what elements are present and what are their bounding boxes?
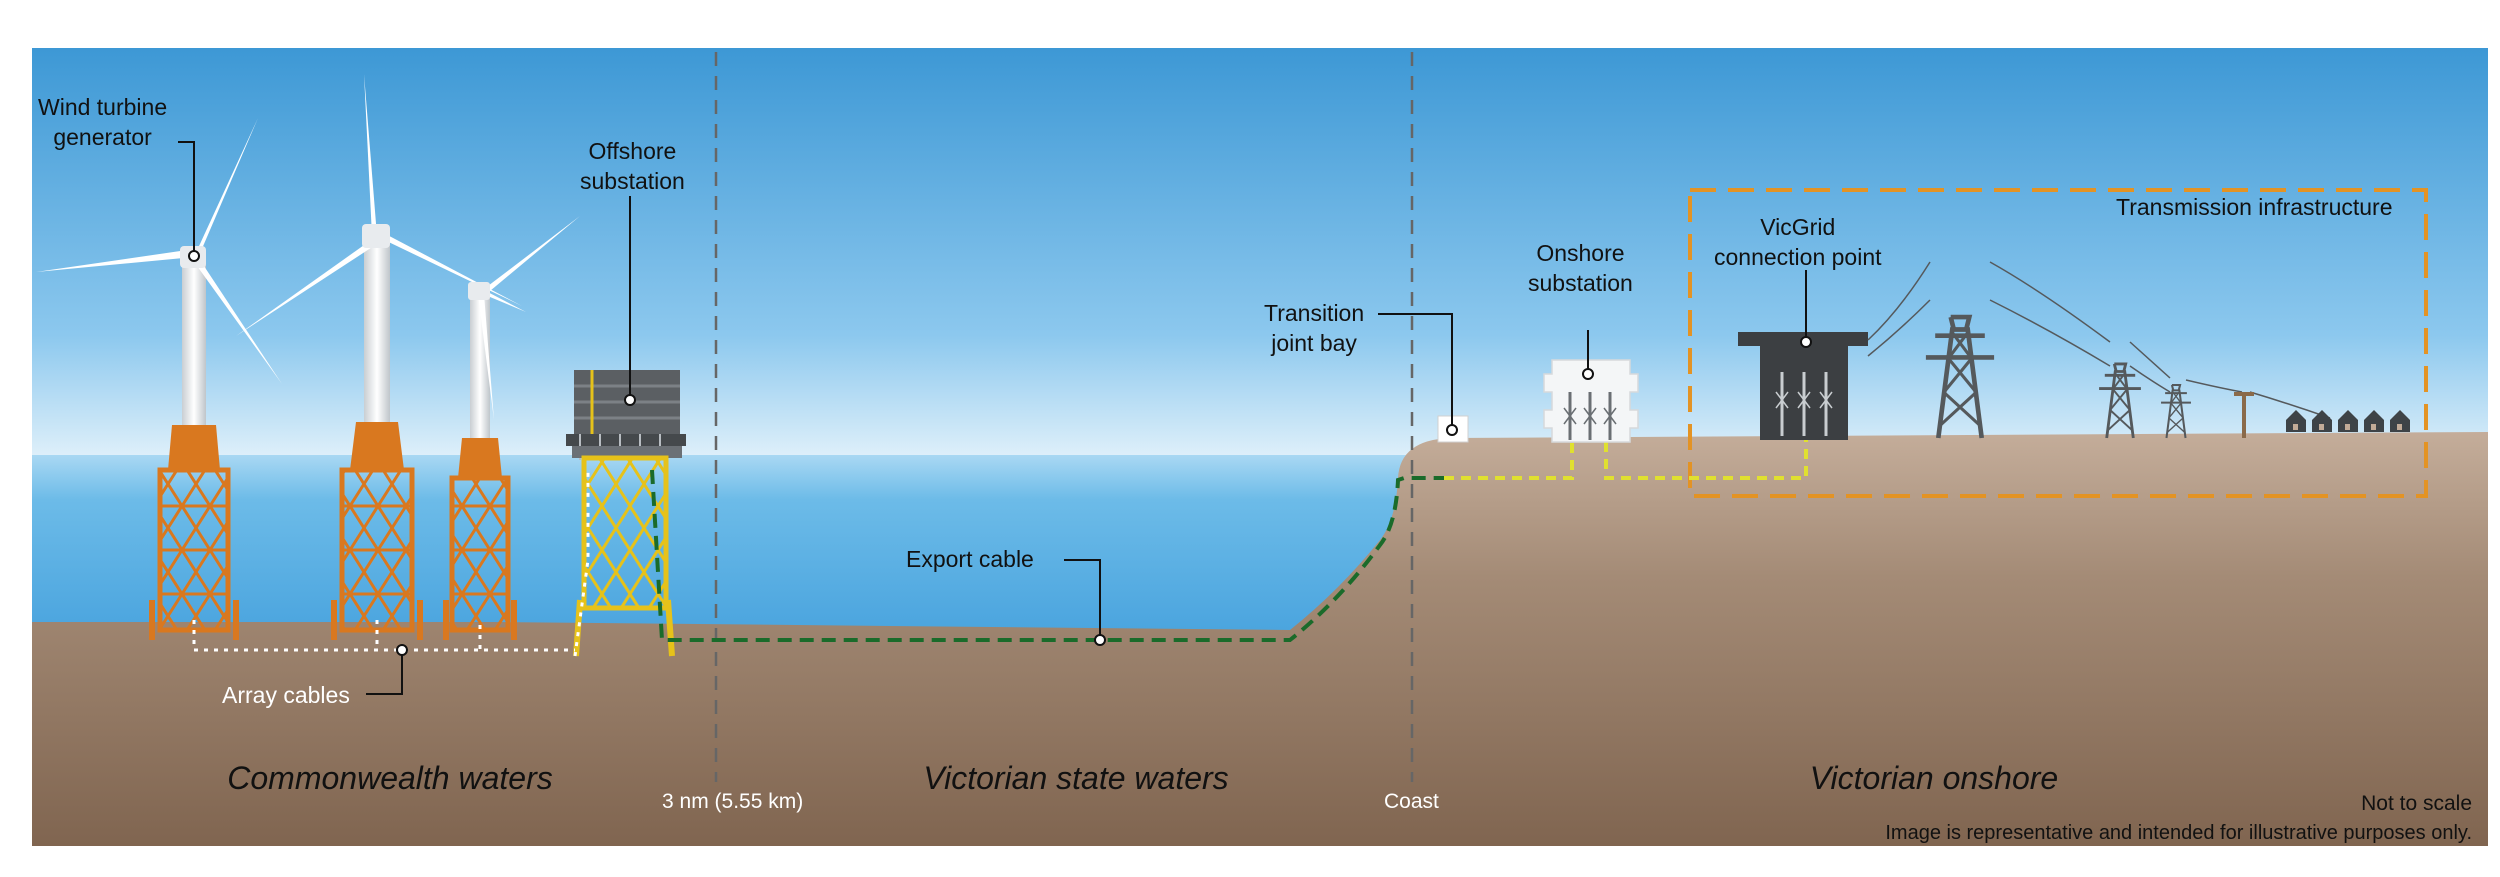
pylon-icon [1926, 317, 2254, 438]
sky [32, 48, 2488, 458]
ground [32, 432, 2488, 846]
sea [32, 455, 1452, 635]
onshore-substation-icon [1543, 359, 1639, 443]
onshore-substation-label: Onshore substation [1528, 240, 1633, 296]
victorian-onshore-label: Victorian onshore [1809, 760, 2059, 796]
transmission-infrastructure-box [1688, 188, 2428, 498]
leader-lines [178, 141, 1807, 695]
commonwealth-waters-label: Commonwealth waters [227, 760, 553, 796]
offshore-substation-icon [566, 370, 686, 657]
export-cable-line [650, 469, 1444, 642]
wind-turbine-label: Wind turbine generator [38, 94, 168, 150]
array-cables-line [192, 470, 590, 657]
onshore-cable-line [1444, 420, 1808, 480]
offshore-substation-label: Offshore substation [580, 138, 685, 194]
array-cables-label: Array cables [222, 682, 350, 708]
disclaimer-note: Image is representative and intended for… [1885, 822, 2472, 844]
coast-label: Coast [1384, 790, 1439, 813]
terminal-station-icon [1738, 332, 1868, 440]
not-to-scale-note: Not to scale [2361, 792, 2472, 815]
vicgrid-connection-label: VicGrid connection point [1714, 214, 1882, 270]
wind-turbine-icon [36, 74, 580, 640]
victorian-state-waters-label: Victorian state waters [923, 760, 1229, 796]
power-lines [1867, 261, 2331, 419]
transition-joint-bay-label: Transition joint bay [1264, 300, 1365, 356]
export-cable-label: Export cable [906, 546, 1034, 572]
three-nm-label: 3 nm (5.55 km) [662, 790, 804, 813]
transmission-infrastructure-label: Transmission infrastructure [2116, 194, 2393, 220]
leader-dots [188, 250, 1812, 656]
